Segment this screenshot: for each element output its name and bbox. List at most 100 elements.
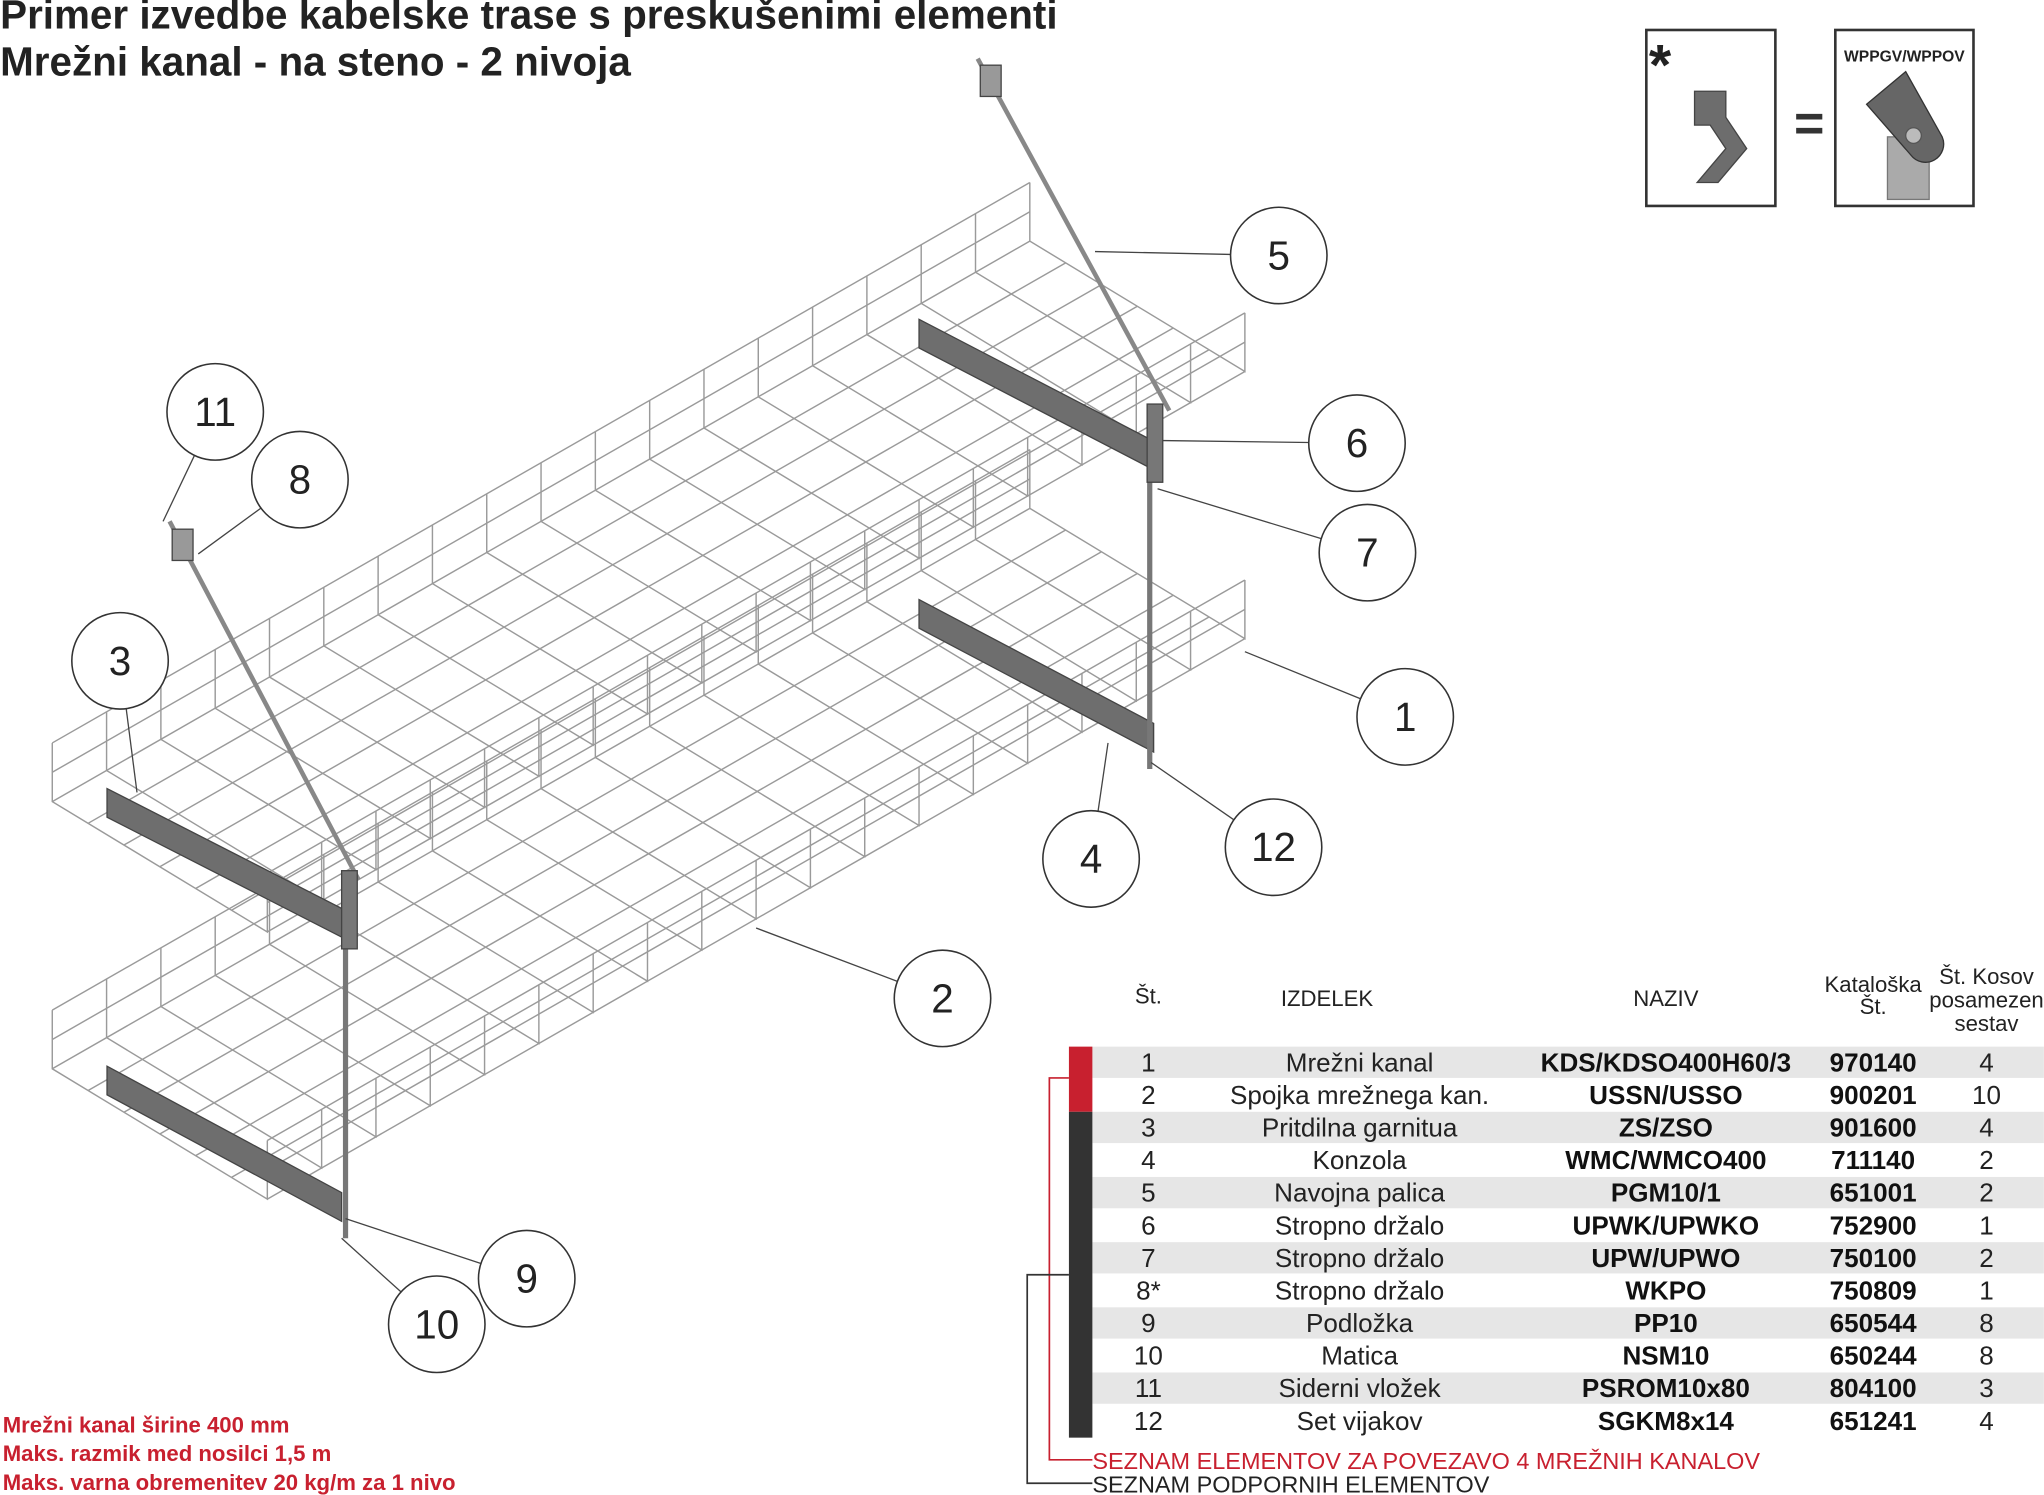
callout-6: 6 <box>1162 394 1406 493</box>
tray-cross-wire <box>1029 182 1246 373</box>
black-legend-line <box>1026 1273 1093 1485</box>
row-cat: 651001 <box>1830 1178 1917 1208</box>
callout-circle <box>1307 394 1406 493</box>
callout-12: 12 <box>1150 761 1323 897</box>
callout-3: 3 <box>71 611 170 793</box>
dark-group-bar <box>1068 1111 1093 1438</box>
wppgv-bracket-icon <box>1865 70 1945 201</box>
row-product: Stropno držalo <box>1275 1210 1444 1240</box>
leader-line <box>345 1218 482 1265</box>
row-name: UPW/UPWO <box>1591 1243 1740 1273</box>
konzola-bracket <box>106 787 351 943</box>
row-cat: 651241 <box>1830 1406 1917 1436</box>
row-name: NSM10 <box>1622 1341 1709 1371</box>
row-name: UPWK/UPWKO <box>1573 1210 1760 1240</box>
callout-number: 11 <box>194 389 236 435</box>
callout-5: 5 <box>1094 206 1328 305</box>
tray-cross-wire <box>323 854 540 1045</box>
asterisk: * <box>1649 34 1672 98</box>
row-background <box>1092 1372 2044 1404</box>
tray-cross-wire <box>431 792 649 983</box>
header-cat-1: Kataloška <box>1825 972 1923 997</box>
callout-number: 7 <box>1356 530 1378 576</box>
row-qty: 10 <box>1972 1080 2001 1110</box>
callout-10: 10 <box>341 1237 486 1374</box>
inset-label: WPPGV/WPPOV <box>1844 48 1965 65</box>
callout-8: 8 <box>197 430 349 555</box>
callout-circle <box>250 430 349 529</box>
row-qty: 2 <box>1979 1243 1994 1273</box>
konzola-bracket <box>918 598 1155 754</box>
wkpo-bracket-icon <box>1693 90 1748 184</box>
note-spacing: Maks. razmik med nosilci 1,5 m <box>3 1441 332 1466</box>
callout-circle <box>1318 503 1417 602</box>
leader-line <box>125 708 138 793</box>
tray-cross-wire <box>866 275 1083 467</box>
tray-cross-wire <box>974 480 1192 672</box>
row-no: 6 <box>1141 1210 1156 1240</box>
row-product: Siderni vložek <box>1279 1373 1442 1403</box>
callout-11: 11 <box>162 362 265 522</box>
row-qty: 4 <box>1979 1406 1994 1436</box>
tray-cross-wire <box>648 400 866 591</box>
header-qty-1: Št. Kosov <box>1939 964 2034 989</box>
tray-cross-wire <box>757 605 975 796</box>
equals-sign: = <box>1794 95 1824 153</box>
row-no: 4 <box>1141 1145 1156 1175</box>
note-width: Mrežni kanal širine 400 mm <box>3 1412 290 1437</box>
callout-number: 10 <box>414 1301 459 1347</box>
callout-circle <box>166 362 265 461</box>
row-product: Spojka mrežnega kan. <box>1230 1080 1489 1110</box>
callout-circle <box>1042 809 1141 908</box>
red-group-bar <box>1068 1046 1093 1112</box>
tray-cross-wire <box>1029 449 1246 640</box>
upper-wire-tray <box>51 181 1246 934</box>
callout-2: 2 <box>755 927 992 1048</box>
row-product: Pritdilna garnitua <box>1262 1113 1458 1143</box>
row-name: PGM10/1 <box>1611 1178 1721 1208</box>
row-no: 10 <box>1134 1341 1163 1371</box>
row-background <box>1092 1307 2044 1339</box>
callout-circle <box>71 611 170 710</box>
callout-number: 1 <box>1394 694 1416 740</box>
leader-line <box>341 1237 402 1293</box>
row-name: WMC/WMCO400 <box>1565 1145 1766 1175</box>
callout-number: 9 <box>515 1256 537 1302</box>
lower-wire-tray <box>51 449 1246 1201</box>
row-no: 3 <box>1141 1113 1156 1143</box>
callout-1: 1 <box>1244 651 1455 766</box>
row-qty: 2 <box>1979 1178 1994 1208</box>
row-background <box>1092 1111 2044 1144</box>
tray-cross-wire <box>757 338 975 529</box>
header-cat-2: Št. <box>1860 994 1887 1019</box>
row-no: 11 <box>1135 1373 1162 1403</box>
row-product: Mrežni kanal <box>1286 1047 1434 1077</box>
tray-cross-wire <box>540 462 757 653</box>
ceiling-holder <box>340 870 358 950</box>
konzola-bracket <box>918 318 1159 473</box>
row-no: 9 <box>1141 1308 1156 1338</box>
row-name: ZS/ZSO <box>1619 1113 1713 1143</box>
leader-line <box>1094 250 1231 256</box>
row-name: USSN/USSO <box>1589 1080 1742 1110</box>
row-no: 2 <box>1141 1080 1156 1110</box>
tray-cross-wire <box>703 369 920 560</box>
row-background <box>1092 1046 2044 1078</box>
row-qty: 2 <box>1979 1145 1994 1175</box>
row-cat: 970140 <box>1830 1047 1917 1077</box>
row-qty: 4 <box>1979 1047 1994 1077</box>
row-background <box>1092 1176 2044 1209</box>
row-name: SGKM8x14 <box>1598 1406 1735 1436</box>
callout-circle <box>893 949 992 1048</box>
tray-cross-wire <box>974 213 1192 404</box>
diagonal-threaded-rod <box>167 520 361 881</box>
header-qty-3: sestav <box>1955 1011 2019 1036</box>
